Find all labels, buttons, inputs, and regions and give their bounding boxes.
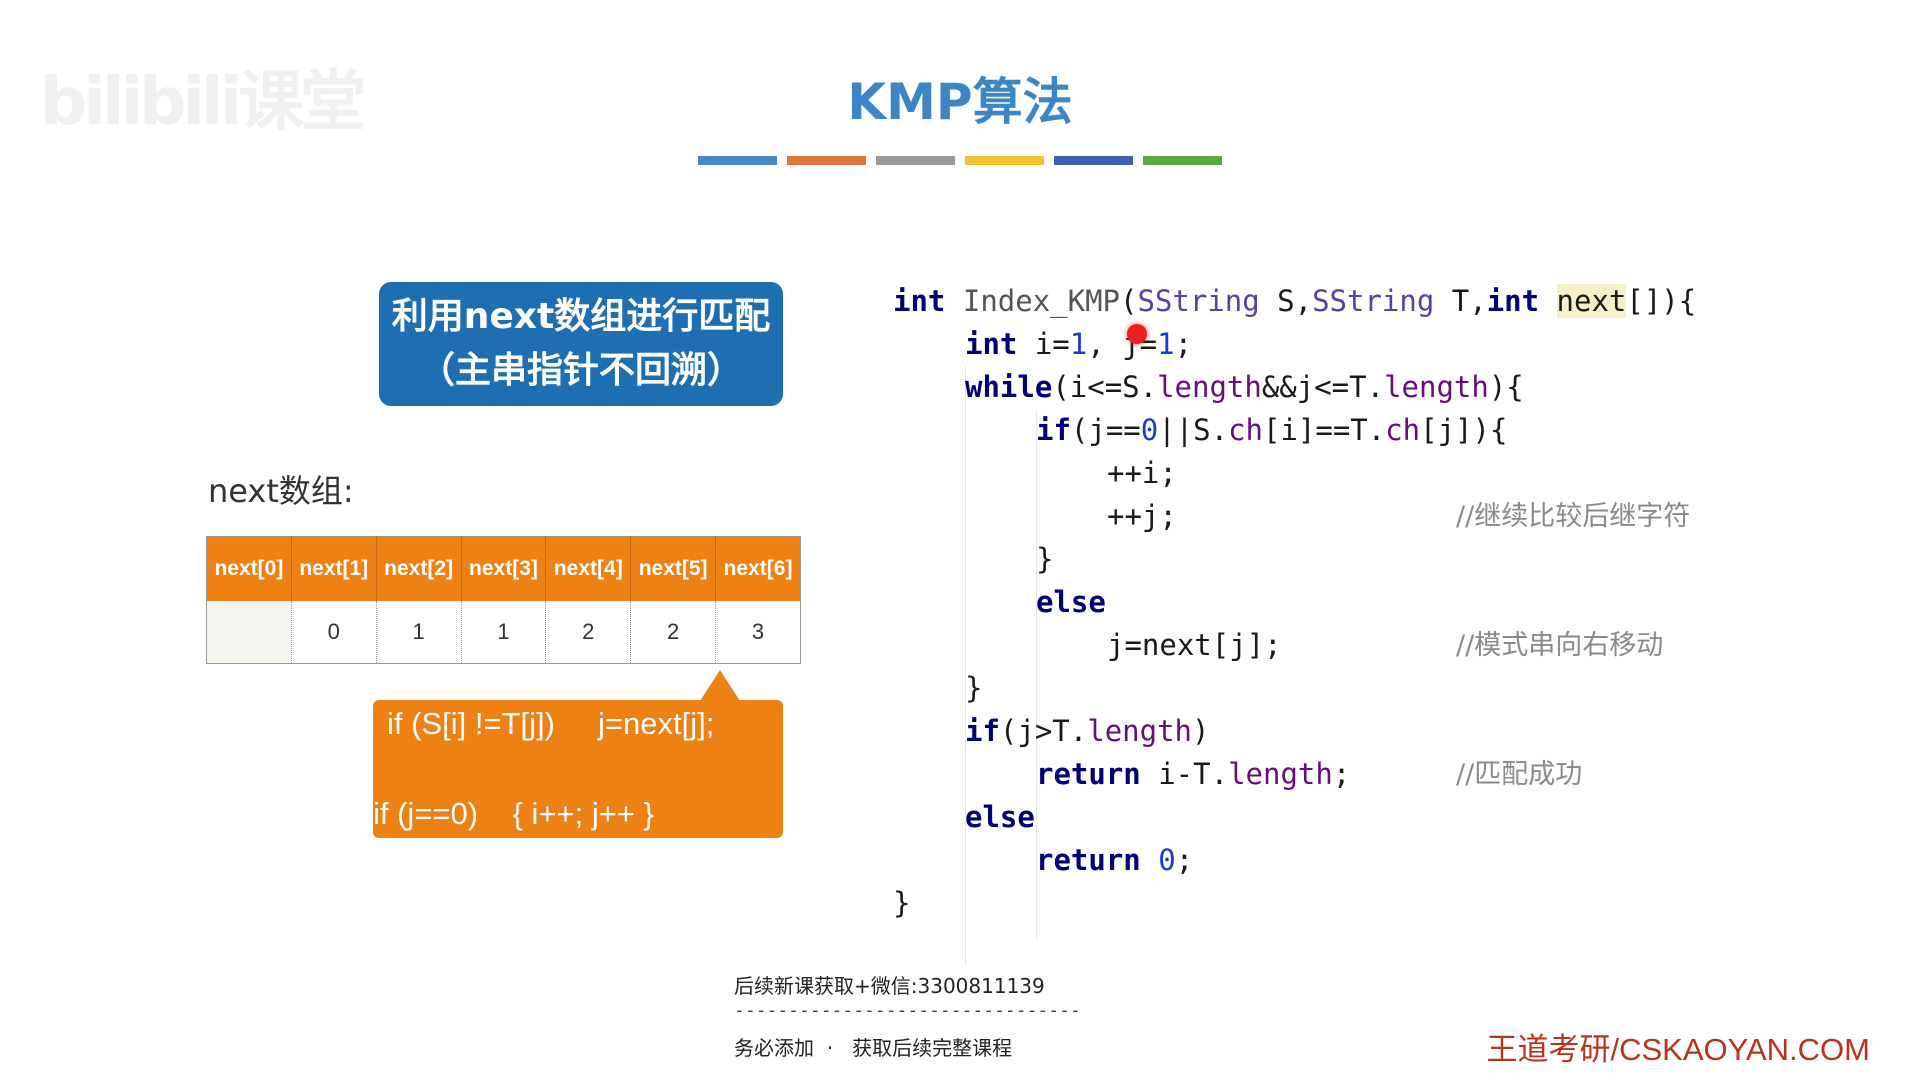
next-header-cell: next[2] xyxy=(375,536,462,601)
next-value-cell: 1 xyxy=(375,601,462,664)
next-value-cell: 1 xyxy=(460,601,546,664)
promo-divider: -------------------------------- xyxy=(734,1000,1081,1021)
next-header-cell: next[5] xyxy=(630,536,716,601)
next-value-cell: 0 xyxy=(290,601,377,664)
code-line-10: } xyxy=(965,671,983,705)
next-value-cell: 3 xyxy=(715,601,801,664)
brand-footer: 王道考研/CSKAOYAN.COM xyxy=(1486,1032,1870,1067)
code-line-6: ++j; xyxy=(1107,499,1177,533)
next-table-header-row: next[0] next[1] next[2] next[3] next[4] … xyxy=(206,536,801,601)
page-title: KMP算法 xyxy=(847,73,1073,131)
callout-line-2: （主串指针不回溯） xyxy=(418,350,743,391)
next-header-cell: next[0] xyxy=(206,536,292,601)
color-bar-segment xyxy=(698,156,777,165)
code-line-7: } xyxy=(1036,542,1054,576)
code-comment-continue: //继续比较后继字符 xyxy=(1456,501,1691,532)
next-array-label: next数组: xyxy=(208,472,354,510)
code-line-14: return 0; xyxy=(1036,843,1194,877)
next-usage-callout: 利用next数组进行匹配 （主串指针不回溯） xyxy=(379,282,783,406)
code-line-3: while(i<=S.length&&j<=T.length){ xyxy=(965,370,1524,404)
color-bar xyxy=(698,156,1222,165)
next-value-cell: 2 xyxy=(630,601,716,664)
code-line-13: else xyxy=(965,800,1035,834)
next-header-cell: next[6] xyxy=(715,536,801,601)
code-line-12: return i-T.length; xyxy=(1036,757,1351,791)
promo-line-1: 后续新课获取+微信:3300811139 xyxy=(734,974,1045,998)
bilibili-watermark: bilibili课堂 xyxy=(40,63,366,140)
color-bar-segment xyxy=(1054,156,1133,165)
indent-guide xyxy=(1036,747,1037,787)
promo-line-2: 务必添加 · 获取后续完整课程 xyxy=(734,1036,1013,1060)
code-line-11: if(j>T.length) xyxy=(965,714,1210,748)
color-bar-segment xyxy=(876,156,955,165)
next-header-cell: next[1] xyxy=(290,536,377,601)
next-table-value-row: 0 1 1 2 2 3 xyxy=(206,601,801,664)
code-line-2: int i=1, j=1; xyxy=(965,327,1193,361)
laser-pointer-dot xyxy=(1127,324,1147,344)
code-comment-shift: //模式串向右移动 xyxy=(1456,630,1664,661)
color-bar-segment xyxy=(965,156,1044,165)
code-comment-success: //匹配成功 xyxy=(1456,759,1583,790)
code-line-8: else xyxy=(1036,585,1106,619)
color-bar-segment xyxy=(787,156,866,165)
code-line-1: int Index_KMP(SString S,SString T,int ne… xyxy=(893,284,1697,318)
code-line-4: if(j==0||S.ch[i]==T.ch[j]){ xyxy=(1036,413,1508,447)
indent-guide xyxy=(1036,410,1037,940)
code-line-9: j=next[j]; xyxy=(1107,628,1282,662)
rule-line-1: if (S[i] !=T[j]) j=next[j]; xyxy=(387,706,715,741)
rule-line-2: if (j==0) { i++; j++ } xyxy=(373,796,654,831)
indent-guide xyxy=(965,366,966,966)
next-header-cell: next[3] xyxy=(460,536,546,601)
color-bar-segment xyxy=(1143,156,1222,165)
callout-line-1: 利用next数组进行匹配 xyxy=(391,296,771,337)
next-value-cell xyxy=(206,601,292,664)
code-line-5: ++i; xyxy=(1107,456,1177,490)
code-line-15: } xyxy=(893,886,911,920)
next-array-table: next[0] next[1] next[2] next[3] next[4] … xyxy=(206,536,801,664)
next-value-cell: 2 xyxy=(545,601,631,664)
rule-callout: if (S[i] !=T[j]) j=next[j]; if (j==0) { … xyxy=(373,670,783,838)
next-header-cell: next[4] xyxy=(545,536,631,601)
